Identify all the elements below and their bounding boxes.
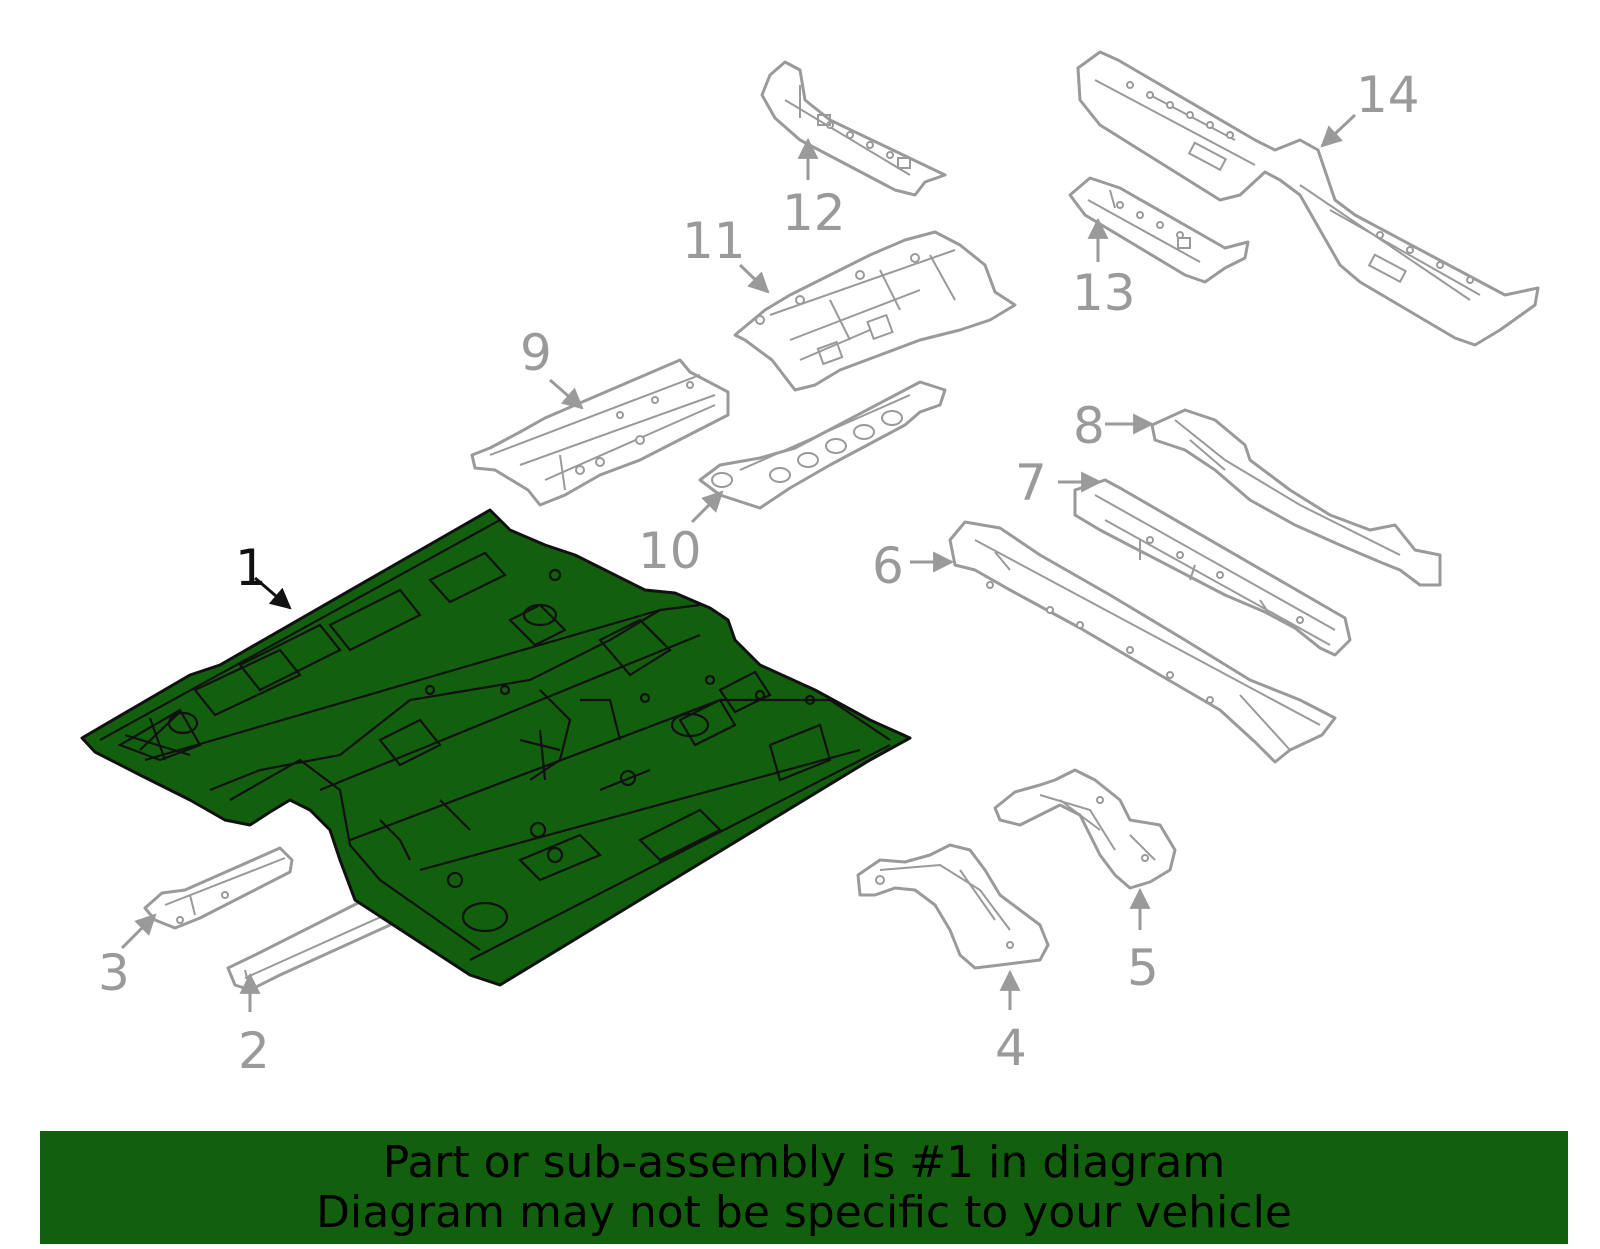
part-13-bracket[interactable] xyxy=(1068,176,1250,284)
part-12-bracket[interactable] xyxy=(760,60,947,197)
leader-1 xyxy=(254,576,292,610)
leader-arrows xyxy=(120,113,1357,1012)
leader-3 xyxy=(120,913,157,950)
part-4-bracket[interactable] xyxy=(856,843,1050,970)
part-6-rail[interactable] xyxy=(948,520,1337,764)
banner-line-1: Part or sub-assembly is #1 in diagram xyxy=(382,1136,1226,1188)
part-14-rear-rail[interactable] xyxy=(1076,50,1540,347)
callout-8: 8 xyxy=(1073,397,1105,455)
callout-11: 11 xyxy=(682,212,746,270)
callout-12: 12 xyxy=(782,184,846,242)
callout-1: 1 xyxy=(235,539,267,597)
part-3-bracket[interactable] xyxy=(143,846,294,930)
leader-10 xyxy=(690,490,724,524)
part-7-rail[interactable] xyxy=(1073,478,1352,657)
callout-4: 4 xyxy=(995,1019,1027,1077)
leader-11 xyxy=(738,263,770,294)
callout-7: 7 xyxy=(1015,454,1047,512)
banner-line-2: Diagram may not be specific to your vehi… xyxy=(316,1186,1292,1238)
callout-13: 13 xyxy=(1072,264,1136,322)
part-8-rail[interactable] xyxy=(1150,408,1442,587)
part-5-bracket[interactable] xyxy=(993,768,1177,890)
callout-labels: 1 2 3 4 5 6 7 8 9 10 11 12 13 14 xyxy=(98,66,1420,1080)
callout-9: 9 xyxy=(520,324,552,382)
leader-9 xyxy=(549,378,584,410)
part-11-tunnel-reinforcement[interactable] xyxy=(733,230,1017,392)
callout-5: 5 xyxy=(1127,939,1159,997)
callout-3: 3 xyxy=(98,944,130,1002)
leader-14 xyxy=(1320,113,1357,148)
part-10-cross-member[interactable] xyxy=(698,380,947,510)
part-2-rail[interactable] xyxy=(226,900,397,992)
callout-10: 10 xyxy=(638,522,702,580)
callout-2: 2 xyxy=(238,1022,270,1080)
part-9-cross-member[interactable] xyxy=(470,358,730,507)
callout-14: 14 xyxy=(1356,66,1420,124)
part-1-floor-pan[interactable] xyxy=(80,508,912,987)
info-banner: Part or sub-assembly is #1 in diagram Di… xyxy=(40,1131,1568,1244)
callout-6: 6 xyxy=(872,537,904,595)
